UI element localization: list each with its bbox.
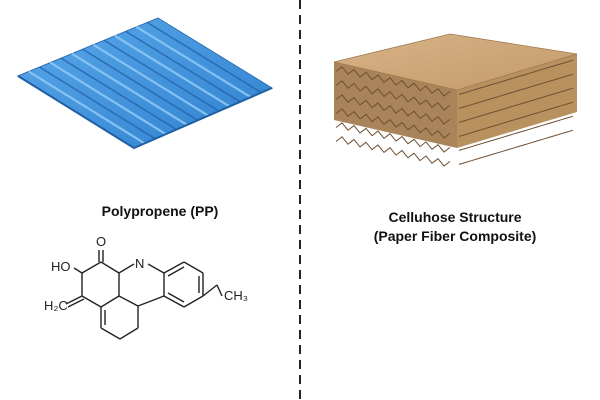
cardboard-stack-image <box>333 33 578 167</box>
molecule-label-ethyl-ch3: CH₃ <box>224 288 248 303</box>
molecule-label-ketone-o: O <box>96 234 106 249</box>
cellulose-title: Celluhose Structure <box>388 209 522 225</box>
molecule-label-hydroxyl: HO <box>51 259 71 274</box>
cellulose-subtitle: (Paper Fiber Composite) <box>373 228 537 244</box>
polypropylene-title: Polypropene (PP) <box>101 203 219 219</box>
molecule-label-methylene: H₂C <box>44 298 68 313</box>
molecule-label-amine-n: N <box>135 256 144 271</box>
molecule-structure <box>65 250 223 340</box>
polypropylene-sheet-image <box>16 17 274 150</box>
